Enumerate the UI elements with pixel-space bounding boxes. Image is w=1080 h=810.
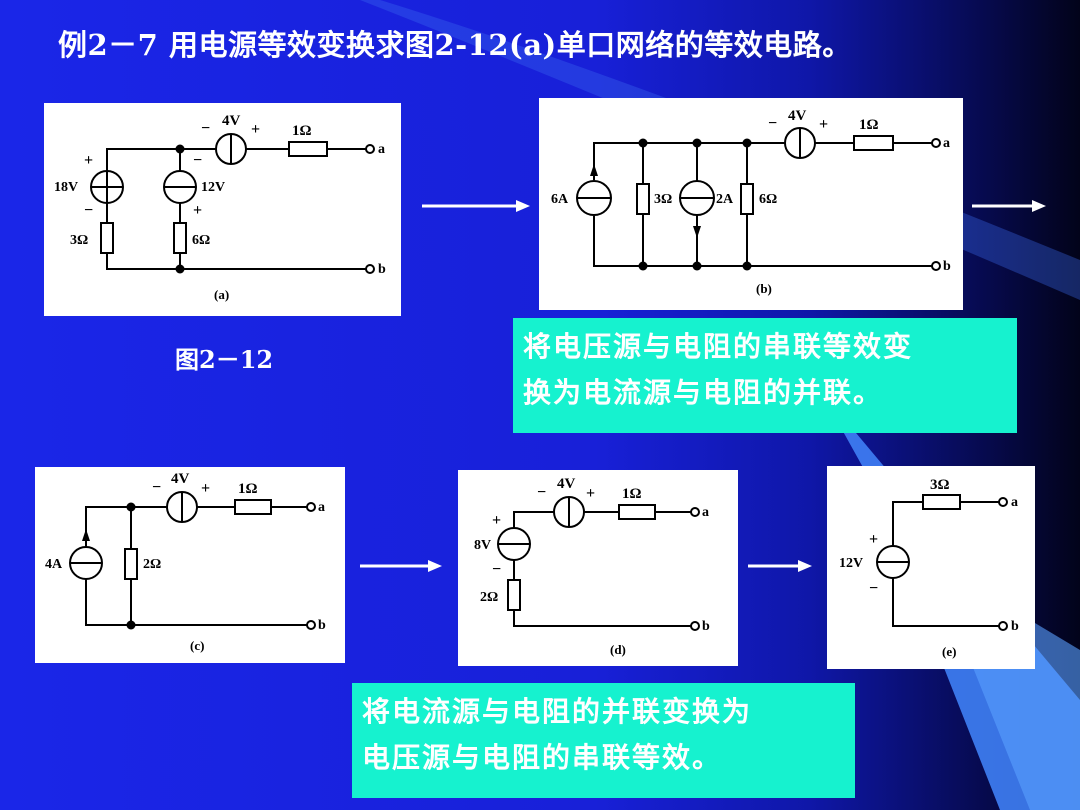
page-title: 例2－7 用电源等效变换求图2-12(a)单口网络的等效电路。 — [58, 28, 852, 62]
label-d-r-left: 2Ω — [480, 590, 498, 605]
terminal-b: b — [378, 262, 386, 277]
label-c-v-top: 4V — [171, 471, 190, 487]
label-b-r1: 3Ω — [654, 192, 672, 207]
terminal-a: a — [943, 136, 950, 151]
explanation-box-1: 将电压源与电阻的串联等效变 换为电流源与电阻的并联。 — [513, 318, 1017, 433]
label-d-v-left: 8V — [474, 538, 491, 553]
label-d-minus: − — [537, 484, 546, 501]
circuit-panel-d: 4V − + 1Ω a b + 8V − 2Ω (d) — [458, 470, 738, 666]
caption-e: (e) — [942, 644, 956, 659]
label-b-plus: + — [819, 116, 828, 133]
terminal-a: a — [378, 142, 385, 157]
arrow-c-to-d — [360, 560, 442, 572]
circuit-panel-b: 4V − + 1Ω a b 6A 3Ω 2A 6Ω (b) — [539, 98, 963, 310]
label-b-r2: 6Ω — [759, 192, 777, 207]
circuit-d-diagram: 4V − + 1Ω a b + 8V − 2Ω (d) — [474, 476, 710, 657]
circuit-panel-c: 4V − + 1Ω a b 4A 2Ω (c) — [35, 467, 345, 663]
explanation-2-line-2: 电压源与电阻的串联等效。 — [362, 741, 723, 774]
label-a-minus: − — [201, 120, 210, 137]
figure-caption: 图2－12 — [175, 345, 274, 374]
label-d-left-plus: + — [492, 512, 501, 529]
circuit-panel-e: 3Ω a b + 12V − (e) — [827, 466, 1035, 669]
label-a-r-top: 1Ω — [292, 123, 312, 139]
label-a-r-left: 3Ω — [70, 233, 88, 248]
label-b-r-top: 1Ω — [859, 117, 879, 133]
circuit-e-diagram: 3Ω a b + 12V − (e) — [839, 477, 1019, 659]
caption-a: (a) — [214, 287, 229, 302]
terminal-b: b — [943, 259, 951, 274]
circuit-c-diagram: 4V − + 1Ω a b 4A 2Ω (c) — [45, 471, 326, 653]
circuit-a-diagram: 4V − + 1Ω a b + 18V − 3Ω − 12V + 6Ω (a) — [54, 113, 386, 302]
label-a-r-mid: 6Ω — [192, 233, 210, 248]
label-e-minus: − — [869, 580, 878, 597]
label-c-plus: + — [201, 480, 210, 497]
label-d-v-top: 4V — [557, 476, 576, 492]
arrow-a-to-b — [422, 200, 530, 212]
explanation-2-line-1: 将电流源与电阻的并联变换为 — [362, 695, 753, 728]
explanation-1-line-1: 将电压源与电阻的串联等效变 — [523, 330, 914, 363]
label-a-v-top: 4V — [222, 113, 241, 129]
label-b-minus: − — [768, 115, 777, 132]
caption-d: (d) — [610, 642, 626, 657]
label-c-i-left: 4A — [45, 557, 63, 572]
label-b-i-mid: 2A — [716, 192, 734, 207]
circuit-panel-a: 4V − + 1Ω a b + 18V − 3Ω − 12V + 6Ω (a) — [44, 103, 401, 316]
terminal-a: a — [702, 505, 709, 520]
label-a-plus: + — [251, 121, 260, 138]
label-a-v-left: 18V — [54, 180, 78, 195]
arrow-d-to-e — [748, 560, 812, 572]
explanation-1-line-2: 换为电流源与电阻的并联。 — [523, 376, 884, 409]
label-e-plus: + — [869, 531, 878, 548]
label-e-r-top: 3Ω — [930, 477, 950, 493]
label-a-v-mid: 12V — [201, 180, 225, 195]
label-a-mid-minus: − — [193, 152, 202, 169]
arrow-b-to-c — [972, 200, 1046, 212]
terminal-a: a — [318, 500, 325, 515]
terminal-b: b — [702, 619, 710, 634]
caption-c: (c) — [190, 638, 204, 653]
label-b-i-left: 6A — [551, 192, 569, 207]
label-a-mid-plus: + — [193, 202, 202, 219]
label-b-v-top: 4V — [788, 108, 807, 124]
label-d-r-top: 1Ω — [622, 486, 642, 502]
label-a-left-minus: − — [84, 202, 93, 219]
caption-b: (b) — [756, 281, 772, 296]
label-d-left-minus: − — [492, 561, 501, 578]
label-c-minus: − — [152, 479, 161, 496]
label-d-plus: + — [586, 485, 595, 502]
label-a-left-plus: + — [84, 152, 93, 169]
label-c-r1: 2Ω — [143, 557, 161, 572]
label-e-v-left: 12V — [839, 556, 863, 571]
terminal-a: a — [1011, 495, 1018, 510]
label-c-r-top: 1Ω — [238, 481, 258, 497]
terminal-b: b — [318, 618, 326, 633]
terminal-b: b — [1011, 619, 1019, 634]
explanation-box-2: 将电流源与电阻的并联变换为 电压源与电阻的串联等效。 — [352, 683, 855, 798]
circuit-b-diagram: 4V − + 1Ω a b 6A 3Ω 2A 6Ω (b) — [551, 108, 951, 296]
